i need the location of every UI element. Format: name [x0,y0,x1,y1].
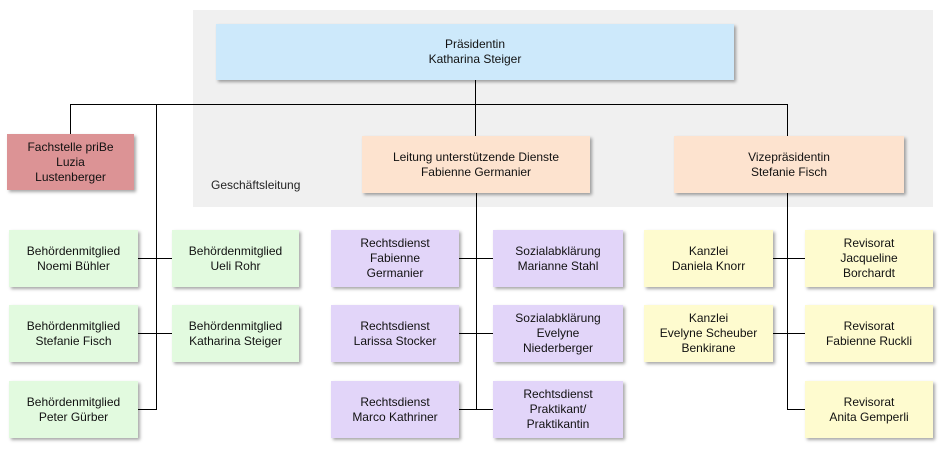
box-behoerde-noemi: Behördenmitglied Noemi Bühler [9,230,138,287]
dienst-name-1: Marianne Stahl [517,258,599,273]
revisorat-role: Revisorat [843,394,895,409]
dienst-role: Sozialabklärung [515,243,601,258]
behoerde-role: Behördenmitglied [26,243,121,258]
box-rechtsdienst-marco: Rechtsdienst Marco Kathriner [331,381,459,438]
dienst-name-1: Larissa Stocker [353,333,437,348]
revisorat-name-2: Borchardt [842,266,896,280]
dienst-name-2: Praktikantin [526,417,590,431]
box-behoerde-ueli: Behördenmitglied Ueli Rohr [172,230,299,287]
box-sozialabklaerung-evelyne: Sozialabklärung Evelyne Niederberger [493,305,623,362]
box-behoerde-katharina: Behördenmitglied Katharina Steiger [172,305,299,362]
dienst-name-1: Fabienne [369,251,421,265]
vize-title: Vizepräsidentin [748,149,830,164]
box-behoerde-stefanie: Behördenmitglied Stefanie Fisch [9,305,138,362]
kanzlei-name-1: Evelyne Scheuber [659,326,758,340]
behoerde-name: Stefanie Fisch [35,333,112,348]
leitung-name: Fabienne Germanier [420,164,532,179]
leitung-title: Leitung unterstützende Dienste [392,149,560,164]
box-rechtsdienst-praktikant: Rechtsdienst Praktikant/ Praktikantin [493,381,623,438]
dienst-name-2: Niederberger [522,341,594,355]
box-fachstelle: Fachstelle priBe Luzia Lustenberger [7,134,134,190]
fachstelle-name-1: Luzia [56,154,85,169]
geschaeftsleitung-label: Geschäftsleitung [211,178,301,192]
box-revisorat-anita: Revisorat Anita Gemperli [805,381,933,438]
dienst-role: Sozialabklärung [515,311,601,325]
box-revisorat-fabienne: Revisorat Fabienne Ruckli [805,305,933,362]
fachstelle-name-2: Lustenberger [35,169,106,184]
president-name: Katharina Steiger [428,52,522,66]
box-revisorat-jacqueline: Revisorat Jacqueline Borchardt [805,230,933,287]
dienst-name-1: Evelyne [536,326,580,340]
revisorat-role: Revisorat [843,318,895,333]
box-sozialabklaerung-marianne: Sozialabklärung Marianne Stahl [493,230,623,287]
box-rechtsdienst-larissa: Rechtsdienst Larissa Stocker [331,305,459,362]
behoerde-name: Katharina Steiger [189,333,282,348]
kanzlei-name-1: Daniela Knorr [671,258,746,273]
behoerde-role: Behördenmitglied [188,318,283,333]
president-title: Präsidentin [444,37,506,51]
box-leitung: Leitung unterstützende Dienste Fabienne … [362,136,590,193]
box-vize: Vizepräsidentin Stefanie Fisch [674,136,904,193]
box-president: Präsidentin Katharina Steiger [216,24,734,80]
behoerde-role: Behördenmitglied [188,243,283,258]
box-rechtsdienst-fabienne: Rechtsdienst Fabienne Germanier [331,230,459,287]
revisorat-name-1: Jacqueline [840,251,898,265]
dienst-name-1: Praktikant/ [529,402,587,416]
dienst-name-1: Marco Kathriner [352,409,438,424]
fachstelle-title: Fachstelle priBe [27,139,114,154]
dienst-name-2: Germanier [366,266,424,280]
behoerde-name: Peter Gürber [38,409,109,424]
kanzlei-name-2: Benkirane [681,341,736,355]
behoerde-name: Ueli Rohr [210,258,261,273]
behoerde-name: Noemi Bühler [37,258,110,273]
kanzlei-role: Kanzlei [688,243,729,258]
dienst-role: Rechtsdienst [360,236,430,250]
dienst-role: Rechtsdienst [360,318,430,333]
dienst-role: Rechtsdienst [360,394,430,409]
behoerde-role: Behördenmitglied [26,318,121,333]
vize-name: Stefanie Fisch [750,164,828,179]
revisorat-role: Revisorat [843,236,895,250]
revisorat-name-1: Fabienne Ruckli [825,333,913,348]
revisorat-name-1: Anita Gemperli [829,409,909,424]
box-behoerde-peter: Behördenmitglied Peter Gürber [9,381,138,438]
kanzlei-role: Kanzlei [688,311,729,325]
dienst-role: Rechtsdienst [523,387,593,401]
box-kanzlei-evelyne: Kanzlei Evelyne Scheuber Benkirane [644,305,773,362]
box-kanzlei-daniela: Kanzlei Daniela Knorr [644,230,773,287]
behoerde-role: Behördenmitglied [26,394,121,409]
